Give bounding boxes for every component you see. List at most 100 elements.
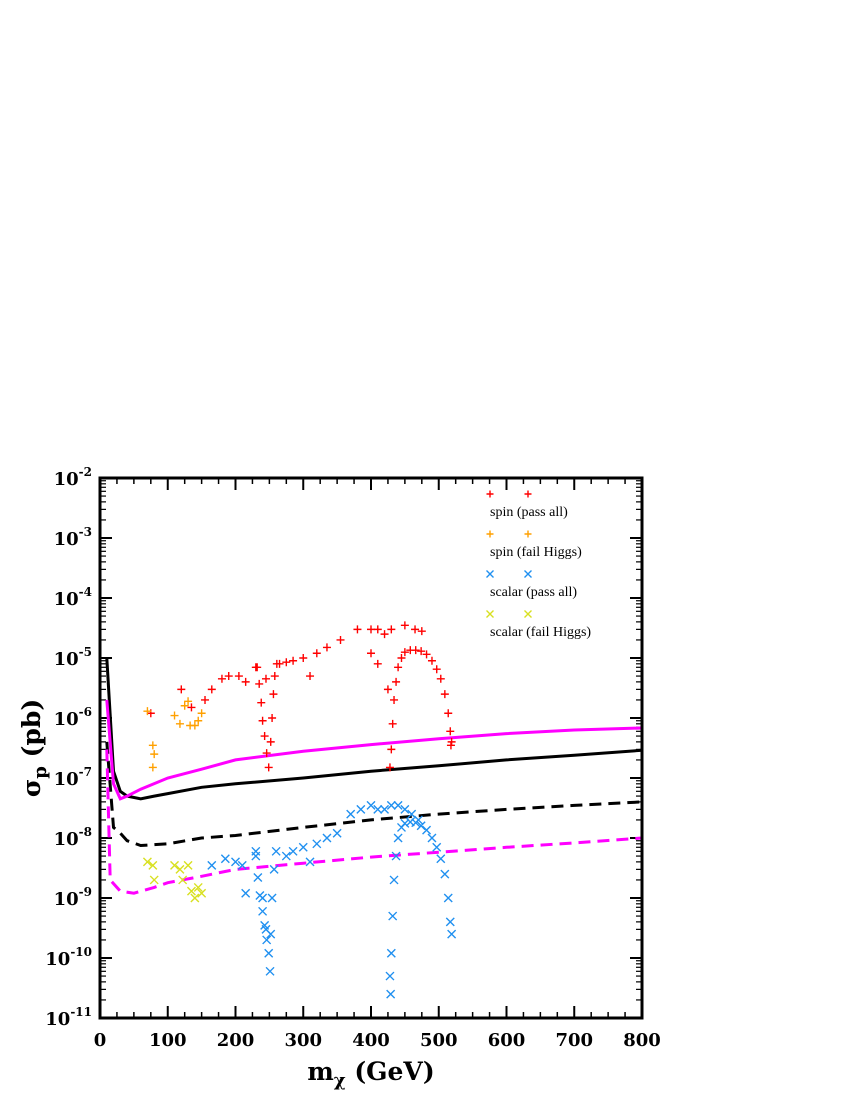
limit-curve-solid [105, 699, 643, 801]
data-point [265, 966, 275, 976]
data-point [389, 875, 399, 885]
data-point [411, 818, 421, 828]
data-point [269, 690, 278, 699]
data-point [417, 627, 426, 636]
x-tick-label: 200 [217, 1030, 255, 1051]
series-0 [146, 621, 456, 772]
x-tick-label: 300 [284, 1030, 322, 1051]
data-point [148, 741, 157, 750]
y-axis-title: σp (pb) [17, 699, 51, 797]
data-point [288, 846, 298, 856]
scatter-points [142, 621, 457, 999]
data-point [180, 701, 189, 710]
data-point [436, 674, 445, 683]
data-point [400, 621, 409, 630]
data-point [356, 804, 366, 814]
data-point [251, 851, 261, 861]
legend-marker [524, 610, 532, 618]
data-point [440, 690, 449, 699]
data-point [262, 749, 271, 758]
data-point [262, 935, 272, 945]
data-point [149, 875, 159, 885]
data-point [190, 893, 200, 903]
data-point [207, 685, 216, 694]
data-point [388, 911, 398, 921]
data-point [390, 695, 399, 704]
x-axis-title-sub: χ [334, 1070, 346, 1091]
legend-label: spin (pass all) [490, 505, 568, 520]
data-point [201, 695, 210, 704]
data-point [253, 872, 263, 882]
data-point [183, 860, 193, 870]
data-point [305, 857, 315, 867]
x-tick-label: 700 [555, 1030, 593, 1051]
data-point [148, 860, 158, 870]
x-tick-label: 100 [149, 1030, 187, 1051]
data-point [234, 672, 243, 681]
data-point [142, 857, 152, 867]
data-point [298, 842, 308, 852]
data-point [432, 665, 441, 674]
data-point [422, 650, 431, 659]
data-point [184, 697, 193, 706]
legend-marker [486, 530, 494, 538]
data-point [322, 643, 331, 652]
data-point [264, 948, 274, 958]
data-point [190, 721, 199, 730]
data-point [353, 625, 362, 634]
data-point [385, 971, 395, 981]
legend-label: spin (fail Higgs) [490, 545, 582, 560]
data-point [332, 828, 342, 838]
data-point [231, 857, 240, 867]
y-tick-label: 10-2 [54, 465, 92, 490]
data-point [445, 917, 455, 927]
data-point [186, 886, 196, 896]
data-point [444, 709, 453, 718]
y-tick-label: 10-10 [45, 945, 92, 970]
data-point [400, 648, 409, 657]
data-point [197, 709, 206, 718]
limit-curve-dashed [105, 749, 643, 895]
data-point [177, 685, 186, 694]
limit-curve-solid [105, 657, 643, 801]
x-tick-label: 800 [623, 1030, 661, 1051]
data-point [299, 654, 308, 662]
data-point [422, 825, 432, 835]
y-tick-label: 10-4 [54, 585, 92, 610]
data-point [268, 714, 277, 722]
data-point [282, 658, 291, 667]
plot-frame [98, 476, 644, 1020]
data-point [411, 646, 420, 655]
data-point [432, 842, 442, 852]
data-point [260, 920, 270, 930]
legend-marker [486, 570, 494, 578]
y-tick-label: 10-5 [54, 645, 92, 670]
data-point [427, 833, 437, 843]
data-point [417, 647, 426, 656]
y-tick-label: 10-11 [45, 1005, 92, 1030]
data-point [281, 851, 291, 861]
y-tick-labels: 10-210-310-410-510-610-710-810-910-1010-… [45, 465, 92, 1030]
legend-marker [524, 570, 532, 578]
y-tick-label: 10-3 [54, 525, 92, 550]
data-point [241, 677, 250, 686]
data-point [178, 875, 188, 885]
data-point [267, 893, 277, 903]
data-point [241, 888, 251, 898]
legend-label: scalar (pass all) [490, 585, 577, 600]
data-point [446, 727, 455, 736]
data-point [391, 851, 401, 861]
data-point [386, 989, 396, 999]
x-tick-label: 0 [94, 1030, 107, 1051]
y-tick-label: 10-6 [54, 705, 92, 730]
data-point [312, 839, 322, 849]
series-3 [142, 857, 207, 903]
legend-label: scalar (fail Higgs) [490, 625, 591, 640]
data-point [175, 719, 184, 728]
y-axis-title-unit: (pb) [17, 699, 46, 766]
data-point [258, 716, 267, 725]
data-point [373, 659, 382, 668]
data-point [386, 948, 396, 958]
